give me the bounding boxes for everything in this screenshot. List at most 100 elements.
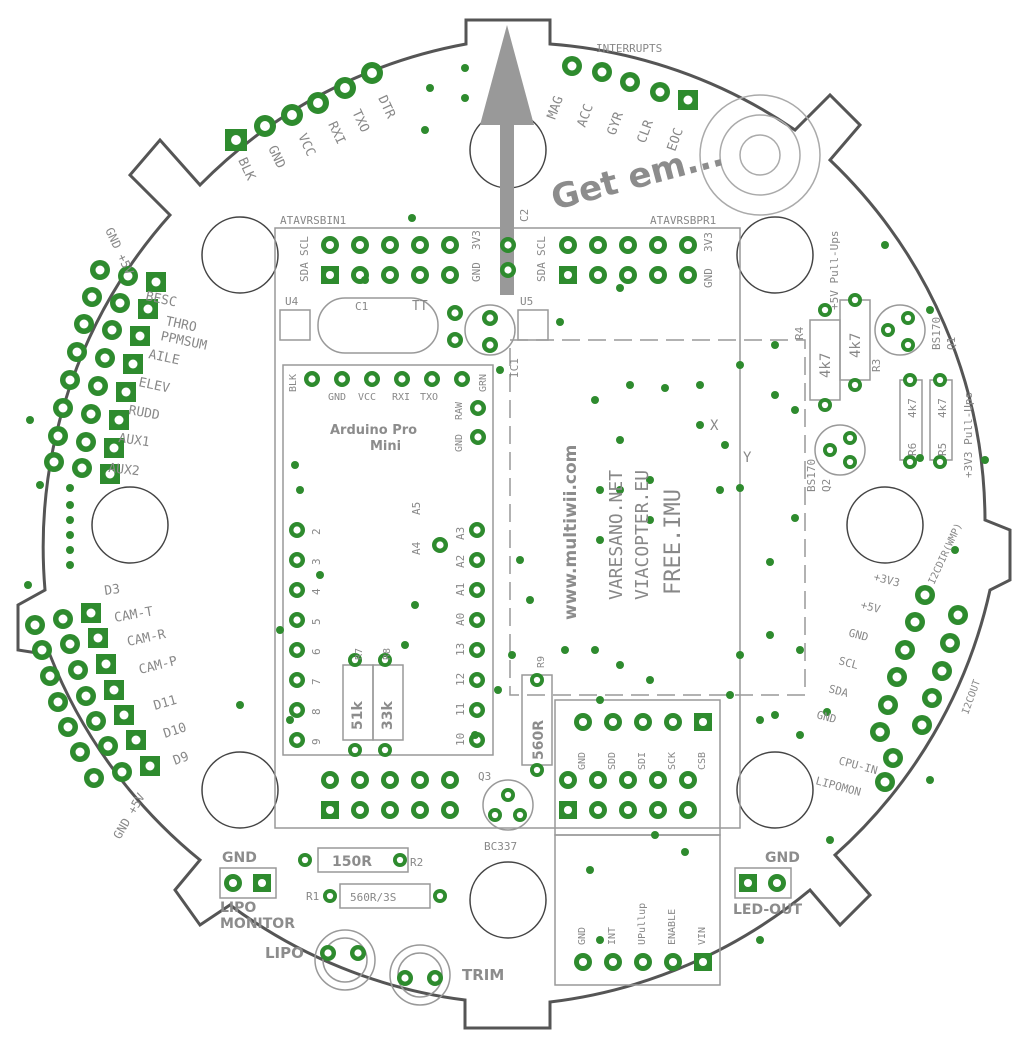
label-gnd-plus5v: GND +5V	[110, 791, 147, 842]
via-dot	[426, 84, 434, 92]
pad-hole	[105, 469, 115, 479]
via-dot	[361, 276, 369, 284]
label-lipo-monitor-2: MONITOR	[220, 916, 295, 932]
via-dot	[681, 848, 689, 856]
label-elev: ELEV	[137, 375, 171, 396]
label-txo-ard: TXO	[420, 392, 438, 403]
pad-hole	[338, 375, 346, 383]
label-r7: R7	[354, 648, 365, 660]
label-d10: D10	[162, 720, 189, 742]
label-cam-t: CAM-T	[113, 604, 154, 626]
pad-hole	[698, 717, 708, 727]
pad-hole	[491, 811, 499, 819]
pad-hole	[473, 526, 481, 534]
pad-hole	[79, 319, 89, 329]
label-33k: 33k	[380, 701, 396, 730]
label-sdi: SDI	[637, 752, 648, 770]
label-gnd-r: GND	[702, 268, 715, 288]
via-dot	[823, 708, 831, 716]
via-dot	[616, 661, 624, 669]
pad-hole	[75, 747, 85, 757]
pad-hole	[415, 805, 425, 815]
pad-hole	[308, 375, 316, 383]
pad-hole	[683, 805, 693, 815]
pad-hole	[474, 404, 482, 412]
pad-hole	[355, 805, 365, 815]
pad-hole	[63, 722, 73, 732]
pad-hole	[563, 805, 573, 815]
pad-hole	[473, 706, 481, 714]
pad-hole	[563, 240, 573, 250]
pad-hole	[945, 638, 955, 648]
pad-hole	[698, 957, 708, 967]
label-besc: BESC	[144, 289, 178, 310]
pad-hole	[326, 892, 334, 900]
label-sck: SCK	[667, 752, 678, 770]
via-dot	[826, 836, 834, 844]
pad-hole	[415, 240, 425, 250]
label-a5: A5	[410, 502, 423, 515]
label-11: 11	[454, 703, 467, 716]
via-dot	[661, 384, 669, 392]
pad-hole	[325, 240, 335, 250]
via-dot	[508, 651, 516, 659]
pad-hole	[385, 240, 395, 250]
via-dot	[771, 711, 779, 719]
pad-hole	[826, 446, 834, 454]
via-dot	[696, 421, 704, 429]
label-vin: VIN	[697, 927, 708, 945]
label-sdd: SDD	[607, 752, 618, 770]
pad-hole	[900, 645, 910, 655]
via-dot	[766, 558, 774, 566]
pad-hole	[623, 240, 633, 250]
pad-hole	[73, 665, 83, 675]
pad-hole	[683, 240, 693, 250]
pad-hole	[49, 457, 59, 467]
pad-hole	[428, 375, 436, 383]
label-gnd-lipo: GND	[222, 850, 257, 866]
pad-hole	[445, 240, 455, 250]
via-dot	[591, 396, 599, 404]
pad-hole	[101, 659, 111, 669]
pad-hole	[293, 556, 301, 564]
pad-hole	[293, 706, 301, 714]
label-x: X	[710, 418, 719, 434]
label-c1: C1	[355, 300, 368, 313]
pad-hole	[888, 753, 898, 763]
pad-hole	[293, 586, 301, 594]
via-dot	[626, 381, 634, 389]
label-a2: A2	[454, 555, 467, 568]
pad-hole	[593, 270, 603, 280]
pad-hole	[381, 746, 389, 754]
pad-hole	[597, 67, 607, 77]
via-dot	[276, 626, 284, 634]
label-a4: A4	[410, 541, 423, 555]
pad-hole	[313, 98, 323, 108]
pad-hole	[396, 856, 404, 864]
label-led-out: LED-OUT	[733, 902, 802, 918]
pad-hole	[473, 586, 481, 594]
pad-hole	[93, 381, 103, 391]
via-dot	[496, 366, 504, 374]
via-dot	[401, 641, 409, 649]
pad-hole	[436, 892, 444, 900]
via-dot	[516, 556, 524, 564]
label-6: 6	[310, 648, 323, 655]
label-grn: GRN	[478, 374, 489, 392]
label-u5: U5	[520, 295, 533, 308]
pad-hole	[683, 95, 693, 105]
label-9: 9	[310, 738, 323, 745]
pad-hole	[875, 727, 885, 737]
via-dot	[726, 691, 734, 699]
pad-hole	[355, 270, 365, 280]
pad-hole	[107, 325, 117, 335]
pad-hole	[851, 296, 859, 304]
label-upullup: UPullup	[637, 903, 648, 945]
label-scl-r: SCL	[535, 236, 548, 256]
via-dot	[471, 731, 479, 739]
via-dot	[771, 391, 779, 399]
label-3: 3	[310, 558, 323, 565]
pad-hole	[883, 700, 893, 710]
pad-hole	[683, 775, 693, 785]
pad-hole	[385, 805, 395, 815]
